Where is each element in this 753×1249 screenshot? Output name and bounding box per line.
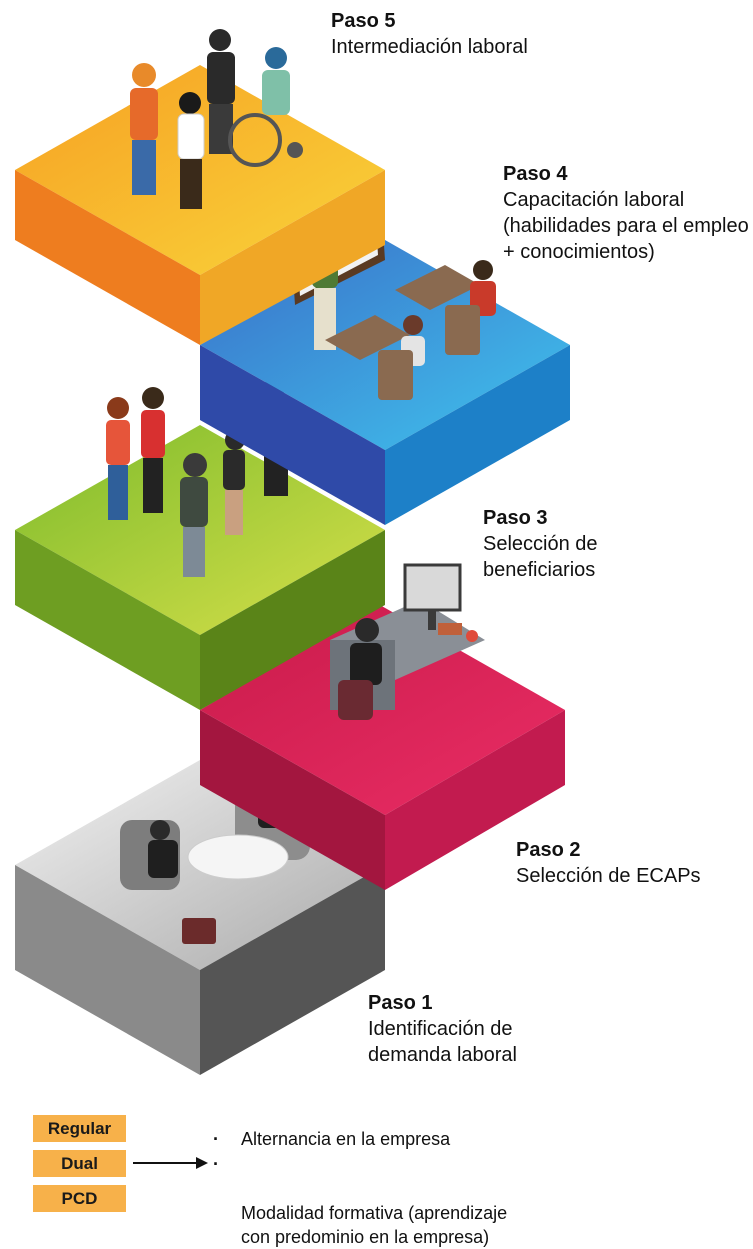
step-1-description: Identificación de demanda laboral: [368, 1018, 517, 1066]
step-5-number: Paso 5: [331, 10, 396, 32]
step-2-number: Paso 2: [516, 839, 581, 861]
step-3-description: Selección de beneficiarios: [483, 533, 598, 581]
arrow-icon: [133, 1157, 208, 1169]
step-3-label: Paso 3 Selección de beneficiarios: [483, 505, 598, 583]
modality-pcd: PCD: [33, 1185, 126, 1212]
step-5-description: Intermediación laboral: [331, 36, 528, 58]
step-4-number: Paso 4: [503, 163, 568, 185]
bullet-icon: ·: [213, 1129, 219, 1149]
modality-regular: Regular: [33, 1115, 126, 1142]
step-1-label: Paso 1 Identificación de demanda laboral: [368, 990, 517, 1068]
note-alternancia: · Alternancia en la empresa: [213, 1127, 451, 1151]
modality-dual: Dual: [33, 1150, 126, 1177]
step-2-description: Selección de ECAPs: [516, 865, 701, 887]
step-3-block: [15, 374, 385, 710]
bullet-icon: ·: [213, 1154, 219, 1174]
note-modalidad: · Modalidad formativa (aprendizaje con p…: [213, 1152, 508, 1249]
step-1-number: Paso 1: [368, 992, 433, 1014]
steps-illustration: [15, 29, 570, 1169]
step-3-number: Paso 3: [483, 507, 548, 529]
note-alternancia-text: Alternancia en la empresa: [241, 1129, 451, 1149]
step-5-block: [15, 29, 385, 345]
note-modalidad-text: Modalidad formativa (aprendizaje con pre…: [241, 1202, 508, 1247]
step-2-label: Paso 2 Selección de ECAPs: [516, 837, 701, 889]
step-4-description: Capacitación laboral (habilidades para e…: [503, 189, 749, 263]
step-4-label: Paso 4 Capacitación laboral (habilidades…: [503, 161, 749, 265]
step-5-label: Paso 5 Intermediación laboral: [331, 8, 528, 60]
